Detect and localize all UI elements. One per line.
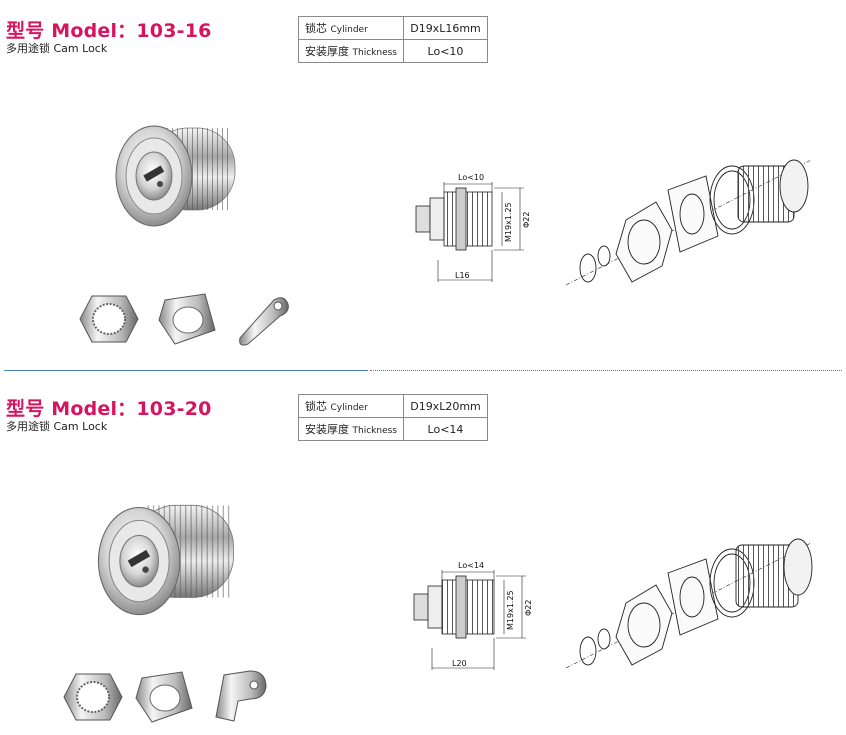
spec-label-en: Thickness (352, 48, 397, 58)
spec-label-en: Cylinder (330, 403, 368, 413)
dim-length-label: L20 (452, 659, 467, 668)
spec-row-thickness: 安装厚度 Thickness Lo<14 (298, 417, 488, 441)
spec-label: 锁芯 Cylinder (298, 394, 404, 418)
spec-label-cn: 安装厚度 (305, 423, 349, 436)
spec-row-cylinder: 锁芯 Cylinder D19xL20mm (298, 394, 488, 418)
product-section-103-16: 型号 Model：103-16 多用途锁 Cam Lock 锁芯 Cylinde… (6, 16, 812, 346)
cam-lock-photo (115, 125, 236, 227)
spec-value: Lo<14 (403, 417, 488, 441)
spec-label: 安装厚度 Thickness (298, 39, 404, 63)
model-title: 型号 Model：103-16 (6, 20, 212, 42)
spec-value: D19xL16mm (403, 16, 488, 40)
section-divider (0, 370, 846, 372)
dimension-drawing: Lo<10 L16 M19x1.25 Φ22 (415, 173, 531, 282)
cam-arm-photo (215, 670, 267, 722)
model-subtitle: 多用途锁 Cam Lock (6, 420, 108, 433)
dim-lo-label: Lo<10 (458, 173, 484, 182)
spec-label-en: Cylinder (330, 25, 368, 35)
dimension-drawing: Lo<14 L20 M19x1.25 Φ22 (413, 561, 533, 670)
product-section-103-20: 型号 Model：103-20 多用途锁 Cam Lock 锁芯 Cylinde… (0, 378, 846, 735)
spec-label-cn: 锁芯 (305, 400, 327, 413)
spec-row-thickness: 安装厚度 Thickness Lo<10 (298, 39, 488, 63)
spec-table: 锁芯 Cylinder D19xL20mm 安装厚度 Thickness Lo<… (298, 394, 488, 441)
divider-dotted-line (370, 370, 842, 371)
spec-row-cylinder: 锁芯 Cylinder D19xL16mm (298, 16, 488, 40)
divider-solid-line (4, 370, 368, 371)
spec-value: D19xL20mm (403, 394, 488, 418)
spec-label-cn: 安装厚度 (305, 45, 349, 58)
cam-lock-photo (97, 504, 234, 616)
hex-nut-photo (79, 295, 139, 343)
dim-thread-label: M19x1.25 (504, 202, 513, 242)
spec-value: Lo<10 (403, 39, 488, 63)
spec-label: 安装厚度 Thickness (298, 417, 404, 441)
cam-arm-photo (239, 297, 289, 346)
dim-lo-label: Lo<14 (458, 561, 484, 570)
dim-diameter-label: Φ22 (524, 600, 533, 616)
spec-label-en: Thickness (352, 426, 397, 436)
exploded-assembly-drawing (565, 538, 813, 669)
spec-label-cn: 锁芯 (305, 22, 327, 35)
exploded-assembly-drawing (565, 159, 812, 286)
model-title: 型号 Model：103-20 (6, 398, 212, 420)
model-subtitle: 多用途锁 Cam Lock (6, 42, 108, 55)
spec-label: 锁芯 Cylinder (298, 16, 404, 40)
dim-length-label: L16 (455, 271, 470, 280)
mounting-plate-photo (135, 671, 193, 723)
mounting-plate-photo (158, 293, 216, 345)
dim-diameter-label: Φ22 (522, 212, 531, 228)
hex-nut-photo (63, 673, 123, 721)
spec-table: 锁芯 Cylinder D19xL16mm 安装厚度 Thickness Lo<… (298, 16, 488, 63)
dim-thread-label: M19x1.25 (506, 590, 515, 630)
